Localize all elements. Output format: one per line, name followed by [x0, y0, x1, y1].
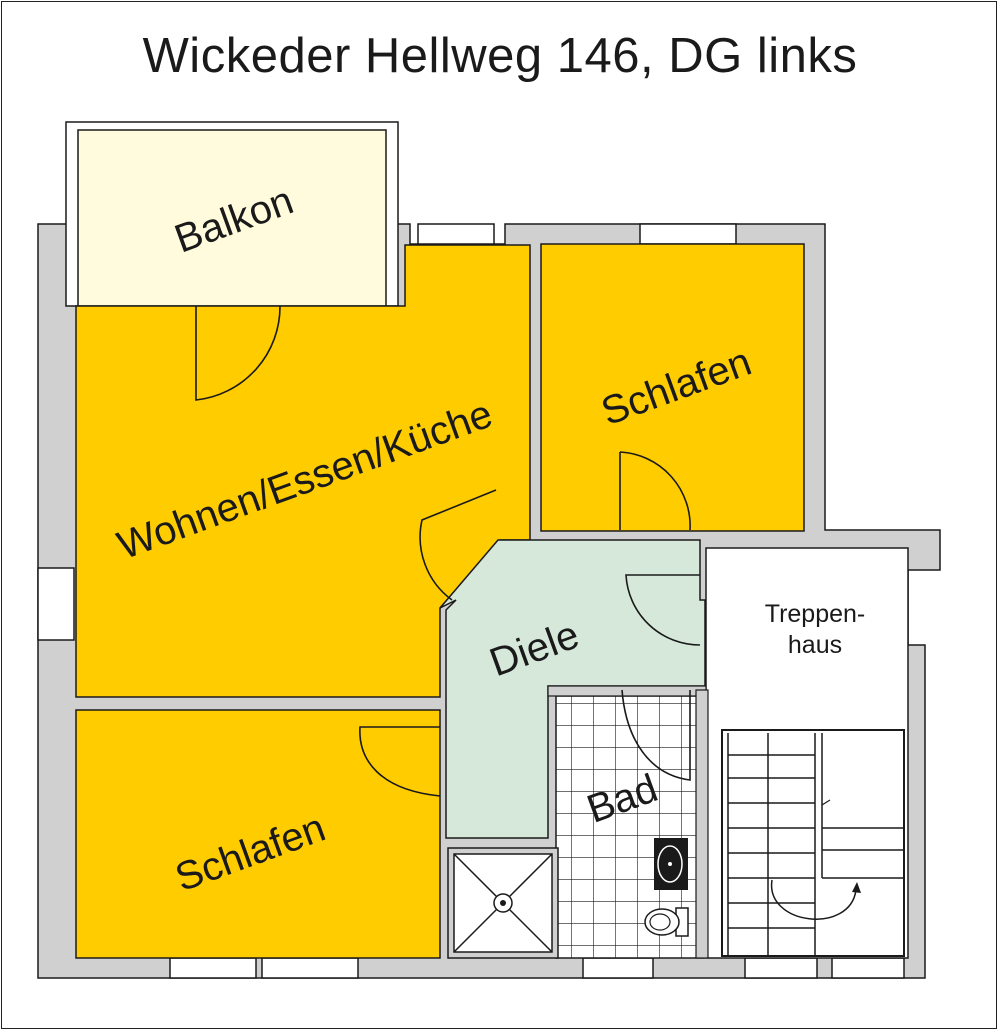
label-treppenhaus-2: haus — [788, 631, 842, 659]
toilet-icon — [644, 907, 689, 937]
room-schlafen-top — [540, 243, 805, 532]
door-swing-icon — [195, 305, 701, 797]
room-diele — [439, 539, 706, 839]
plan-title: Wickeder Hellweg 146, DG links — [142, 29, 858, 83]
washbasin-icon — [654, 838, 688, 890]
stairwell — [705, 547, 909, 959]
room-schlafen-bottom — [75, 709, 441, 959]
shower-tray-icon — [447, 847, 559, 959]
label-treppenhaus-1: Treppen- — [765, 600, 866, 628]
stair-direction-arrow-icon — [771, 879, 857, 920]
balcony — [65, 121, 399, 307]
